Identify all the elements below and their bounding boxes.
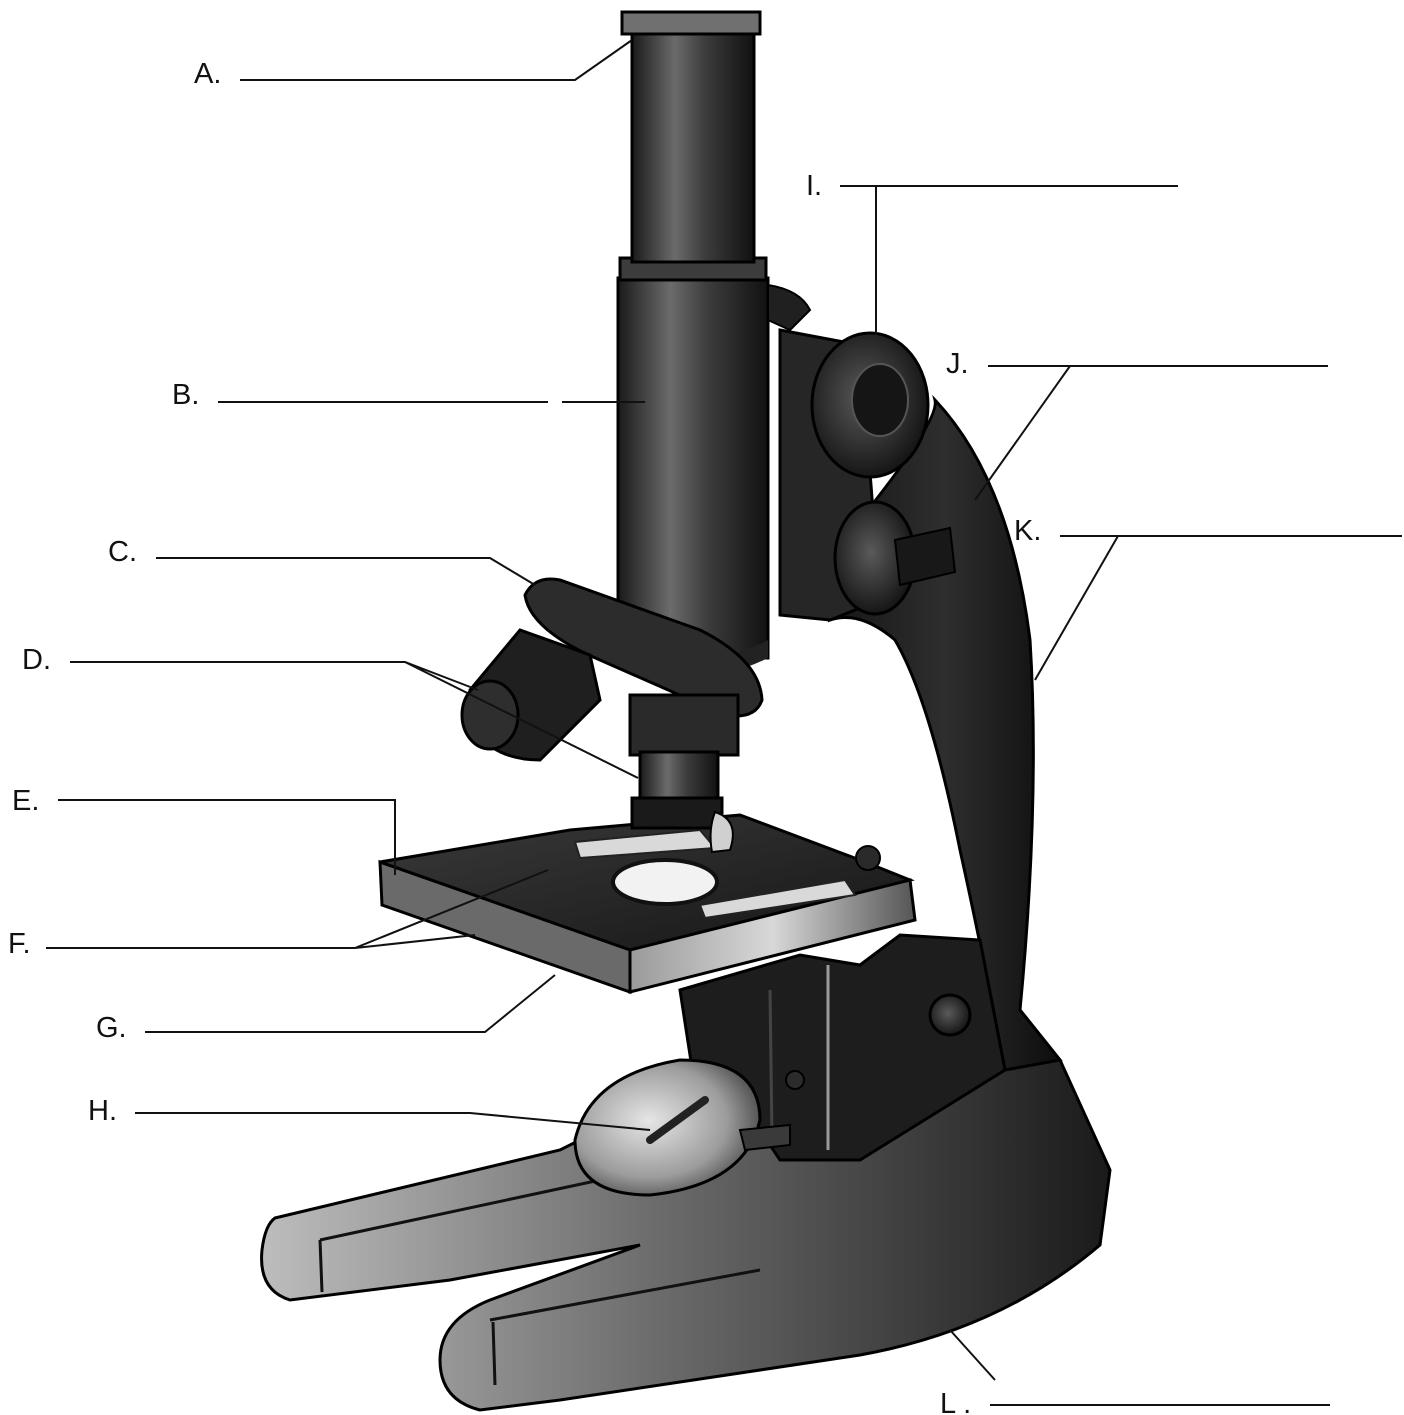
leader-h [135, 1113, 650, 1130]
stage-clip-knob [930, 995, 970, 1035]
leader-l [950, 1330, 995, 1380]
label-l: L . [940, 1388, 971, 1415]
label-d: D. [22, 644, 51, 676]
label-g: G. [96, 1012, 127, 1044]
label-f: F. [8, 928, 31, 960]
label-i: I. [806, 170, 822, 202]
leader-e [58, 800, 395, 875]
leader-g [145, 975, 555, 1032]
label-h: H. [88, 1095, 117, 1127]
label-b: B. [172, 379, 199, 411]
microscope-illustration [262, 12, 1110, 1410]
coarse-adjustment-knob [812, 333, 928, 477]
label-k: K. [1014, 515, 1041, 547]
stage-aperture [613, 860, 717, 904]
leader-k [1035, 536, 1118, 680]
objective-lens-low [630, 695, 738, 852]
eyepiece [622, 12, 760, 262]
leader-a [240, 40, 632, 80]
label-c: C. [108, 536, 137, 568]
label-e: E. [12, 785, 39, 817]
label-j: J. [946, 348, 969, 380]
label-a: A. [194, 58, 221, 90]
leader-j [975, 366, 1070, 500]
leader-c [156, 558, 535, 585]
